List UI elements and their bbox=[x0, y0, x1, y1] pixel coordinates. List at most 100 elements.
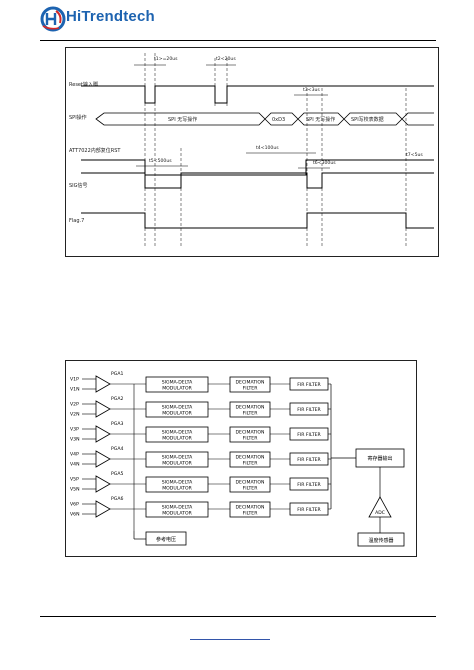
sigma-delta-label-line1: SIGMA-DELTA bbox=[162, 505, 193, 511]
sigma-delta-label-line1: SIGMA-DELTA bbox=[162, 480, 193, 486]
decimation-label-line1: DECIMATION bbox=[236, 380, 265, 386]
timing-label-t5: t5<500us bbox=[149, 158, 172, 164]
sigma-delta-modulator-box bbox=[145, 401, 209, 418]
hitrendtech-logo-icon bbox=[40, 6, 66, 32]
decimation-filter-box bbox=[229, 426, 271, 443]
fir-filter-label: FIR FILTER bbox=[297, 482, 321, 488]
input-label: V2P bbox=[70, 402, 79, 408]
decimation-label-line1: DECIMATION bbox=[236, 480, 265, 486]
adc-block-diagram: V1PV1NPGA1SIGMA-DELTAMODULATORDECIMATION… bbox=[70, 371, 405, 547]
signal-label-spi: SPI操作 bbox=[69, 114, 87, 121]
decimation-label-line2: FILTER bbox=[243, 511, 259, 517]
sigma-delta-label-line2: MODULATOR bbox=[162, 386, 192, 392]
sigma-delta-modulator-box bbox=[145, 501, 209, 518]
reference-voltage-box bbox=[145, 531, 187, 546]
sigma-delta-label-line2: MODULATOR bbox=[162, 411, 192, 417]
reset-waveform bbox=[81, 85, 434, 104]
input-label: V6P bbox=[70, 502, 79, 508]
sig-waveform bbox=[81, 172, 434, 189]
pga-amplifier bbox=[95, 450, 111, 468]
footer-rule bbox=[40, 616, 436, 617]
input-label: V1P bbox=[70, 377, 79, 383]
input-label: V1N bbox=[70, 387, 80, 393]
spi-bus-label-idle-1: SPI 无写操作 bbox=[168, 116, 197, 123]
input-label: V5P bbox=[70, 477, 79, 483]
input-label: V3N bbox=[70, 437, 80, 443]
pga-amplifier bbox=[95, 475, 111, 493]
pga-label: PGA2 bbox=[111, 396, 123, 402]
fir-filter-label: FIR FILTER bbox=[297, 382, 321, 388]
decimation-filter-box bbox=[229, 476, 271, 493]
pga-label: PGA1 bbox=[111, 371, 123, 377]
sigma-delta-label-line2: MODULATOR bbox=[162, 436, 192, 442]
sigma-delta-label-line1: SIGMA-DELTA bbox=[162, 455, 193, 461]
decimation-label-line1: DECIMATION bbox=[236, 455, 265, 461]
timing-label-t1: t1>=20us bbox=[154, 56, 178, 62]
timing-arrows bbox=[134, 64, 421, 169]
sigma-delta-label-line2: MODULATOR bbox=[162, 511, 192, 517]
sigma-delta-label-line1: SIGMA-DELTA bbox=[162, 380, 193, 386]
pga-label: PGA6 bbox=[111, 496, 123, 502]
input-label: V3P bbox=[70, 427, 79, 433]
decimation-label-line2: FILTER bbox=[243, 411, 259, 417]
sigma-delta-label-line1: SIGMA-DELTA bbox=[162, 405, 193, 411]
sigma-delta-label-line2: MODULATOR bbox=[162, 461, 192, 467]
header-rule bbox=[40, 40, 436, 41]
decimation-label-line2: FILTER bbox=[243, 386, 259, 392]
timing-label-t2: t2<20us bbox=[216, 56, 236, 62]
timing-label-t6: t6<300us bbox=[313, 160, 336, 166]
decimation-filter-box bbox=[229, 501, 271, 518]
footer-link-underline bbox=[190, 639, 270, 640]
decimation-label-line2: FILTER bbox=[243, 486, 259, 492]
adc-label: ADC bbox=[375, 510, 385, 516]
spi-bus-waveform bbox=[95, 112, 434, 126]
signal-label-rst: ATT7022内部复位RST bbox=[69, 147, 121, 154]
decimation-label-line1: DECIMATION bbox=[236, 405, 265, 411]
logo-text: HiTrendtech bbox=[66, 8, 155, 25]
signal-label-flag7: Flag.7 bbox=[69, 218, 84, 224]
timing-label-t3: t3<3us bbox=[303, 87, 320, 93]
sigma-delta-modulator-box bbox=[145, 476, 209, 493]
decimation-label-line1: DECIMATION bbox=[236, 430, 265, 436]
fir-filter-label: FIR FILTER bbox=[297, 507, 321, 513]
input-label: V6N bbox=[70, 512, 80, 518]
sigma-delta-modulator-box bbox=[145, 376, 209, 393]
signal-label-reset: Reset输入脚 bbox=[69, 81, 98, 88]
pga-amplifier bbox=[95, 500, 111, 518]
flag7-waveform bbox=[81, 212, 434, 229]
signal-label-sig: SIG信号 bbox=[69, 182, 88, 189]
spi-bus-label-cmd: 0xD3 bbox=[272, 117, 285, 123]
decimation-label-line1: DECIMATION bbox=[236, 505, 265, 511]
decimation-filter-box bbox=[229, 401, 271, 418]
sigma-delta-modulator-box bbox=[145, 426, 209, 443]
timing-label-t7: t7<5us bbox=[406, 152, 423, 158]
decimation-label-line2: FILTER bbox=[243, 461, 259, 467]
sigma-delta-label-line1: SIGMA-DELTA bbox=[162, 430, 193, 436]
fir-filter-label: FIR FILTER bbox=[297, 407, 321, 413]
fir-filter-label: FIR FILTER bbox=[297, 432, 321, 438]
timing-diagram: Reset输入脚 SPI操作 ATT7022内部复位RST SIG信号 Flag… bbox=[69, 53, 434, 248]
input-label: V4N bbox=[70, 462, 80, 468]
fir-filter-label: FIR FILTER bbox=[297, 457, 321, 463]
temp-sensor-label: 温度传感器 bbox=[368, 537, 393, 544]
pga-label: PGA4 bbox=[111, 446, 123, 452]
spi-bus-label-idle-2: SPI 无写操作 bbox=[306, 116, 335, 123]
pga-amplifier bbox=[95, 400, 111, 418]
sigma-delta-modulator-box bbox=[145, 451, 209, 468]
input-label: V5N bbox=[70, 487, 80, 493]
sigma-delta-label-line2: MODULATOR bbox=[162, 486, 192, 492]
pga-amplifier bbox=[95, 425, 111, 443]
rst-waveform bbox=[81, 159, 434, 176]
register-output-label: 寄存器输出 bbox=[367, 455, 392, 462]
input-label: V4P bbox=[70, 452, 79, 458]
reference-voltage-label: 参考电压 bbox=[156, 536, 176, 543]
pga-amplifier bbox=[95, 375, 111, 393]
temp-sensor-box bbox=[357, 532, 405, 547]
pga-label: PGA5 bbox=[111, 471, 123, 477]
spi-bus-label-write: SPI写校表数据 bbox=[351, 116, 384, 123]
pga-label: PGA3 bbox=[111, 421, 123, 427]
timing-label-t4: t4<100us bbox=[256, 145, 279, 151]
decimation-filter-box bbox=[229, 376, 271, 393]
decimation-filter-box bbox=[229, 451, 271, 468]
